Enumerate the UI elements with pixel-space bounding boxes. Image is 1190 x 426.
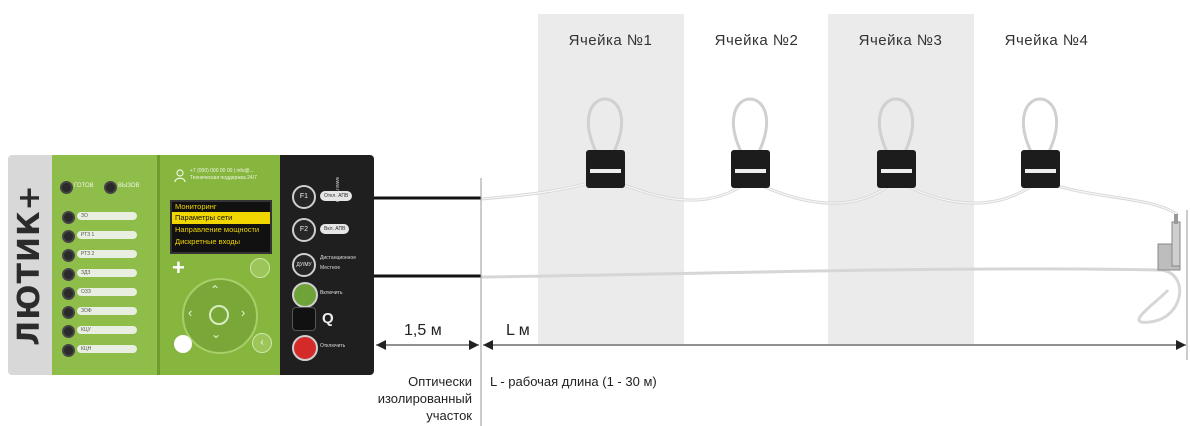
relay-device: ЛЮТИК+ ГОТОВ ВЫЗОВ ЗО РТЗ 1 РТЗ 2 ЗДЗ ОЗ… [8,155,374,375]
led-4-label: ЗДЗ [77,269,137,277]
cell-label-4: Ячейка №4 [1004,32,1089,49]
led-ready-label: ГОТОВ [74,183,94,189]
lcd-item-2[interactable]: Направление мощности [175,225,260,234]
mode-button[interactable]: ДУ/МУ [292,253,316,277]
sensor-3 [877,150,916,188]
on-label: Включить [320,290,343,296]
lcd-item-1[interactable]: Параметры сети [172,212,270,224]
led-1-label: ЗО [77,212,137,220]
led-8-label: КЦН [77,345,137,353]
fiber-loop-3 [877,97,915,157]
f2-button[interactable]: F2 [292,218,316,242]
cell-label-2: Ячейка №2 [714,32,799,49]
fiber-loop-1 [586,97,624,157]
led-ready [60,181,73,194]
sensor-2 [731,150,770,188]
chevron-down-icon[interactable]: ⌄ [211,327,222,341]
chevron-left-icon[interactable]: ‹ [188,305,193,320]
q-key-button[interactable] [292,307,316,331]
caption-isolated: Оптически изолированный участок [360,373,472,424]
led-2-label: РТЗ 1 [77,231,137,239]
f1-button[interactable]: F1 [292,185,316,209]
led-8 [62,344,75,357]
mode-label-remote: Дистанционное [320,255,356,261]
on-button[interactable] [292,282,318,308]
led-1 [62,211,75,224]
lcd-title: Мониторинг [175,202,217,211]
caption-isolated-line3: участок [426,408,472,423]
sensor-4 [1021,150,1060,188]
led-2 [62,230,75,243]
off-button[interactable] [292,335,318,361]
chevron-right-icon[interactable]: › [241,305,246,320]
off-label: Отключить [320,343,346,349]
fiber-white-bottom [480,267,1182,324]
chevron-up-icon[interactable]: ⌃ [210,283,221,297]
lcd-screen: Мониторинг Параметры сети Направление мо… [170,200,272,254]
dim-working-label: L м [506,322,530,339]
caption-working: L - рабочая длина (1 - 30 м) [490,374,657,389]
plus-icon: + [172,255,185,280]
command-panel: F1 Откл. АПВ F2 Вкл. АПВ ДУ/МУ Дистанцио… [280,155,374,375]
side-url: www.rza.ru [334,177,340,202]
usb-port-icon [174,335,192,353]
caption-isolated-line1: Оптически [408,374,472,389]
led-7-label: КЦУ [77,326,137,334]
led-5-label: ОЗЗ [77,288,137,296]
fiber-loop-4 [1021,97,1059,157]
sensor-1 [586,150,625,188]
led-5 [62,287,75,300]
cell-label-1: Ячейка №1 [568,32,653,49]
cell-label-3: Ячейка №3 [858,32,943,49]
fiber-loop-2 [731,97,769,157]
reset-button[interactable] [250,258,270,278]
led-4 [62,268,75,281]
device-brand: ЛЮТИК+ [12,184,47,346]
mode-label-local: Местное [320,265,341,271]
led-3-label: РТЗ 2 [77,250,137,258]
led-call-label: ВЫЗОВ [118,183,140,189]
header-support: Техническая поддержка 24/7 [190,175,257,181]
led-call [104,181,117,194]
led-6-label: ЗОФ [77,307,137,315]
terminal-connector [1157,214,1181,271]
led-3 [62,249,75,262]
caption-isolated-line2: изолированный [377,391,472,406]
f1-label: Откл. АПВ [320,191,353,201]
user-icon [174,169,186,183]
indicator-panel: ГОТОВ ВЫЗОВ ЗО РТЗ 1 РТЗ 2 ЗДЗ ОЗЗ ЗОФ К… [52,155,157,375]
brand-strip: ЛЮТИК+ [8,155,52,375]
dim-isolated-label: 1,5 м [404,322,442,339]
q-logo-icon: Q [322,310,334,327]
nav-center-button[interactable] [209,305,229,325]
lcd-item-3[interactable]: Дискретные входы [175,237,241,246]
back-button[interactable]: ‹ [252,333,272,353]
f2-label: Вкл. АПВ [320,224,350,234]
led-7 [62,325,75,338]
led-6 [62,306,75,319]
header-contact: +7 (000) 000 00 00 | info@... [190,168,254,174]
control-panel: +7 (000) 000 00 00 | info@... Техническа… [157,155,280,375]
header-text: +7 (000) 000 00 00 | info@... Техническа… [190,168,257,182]
